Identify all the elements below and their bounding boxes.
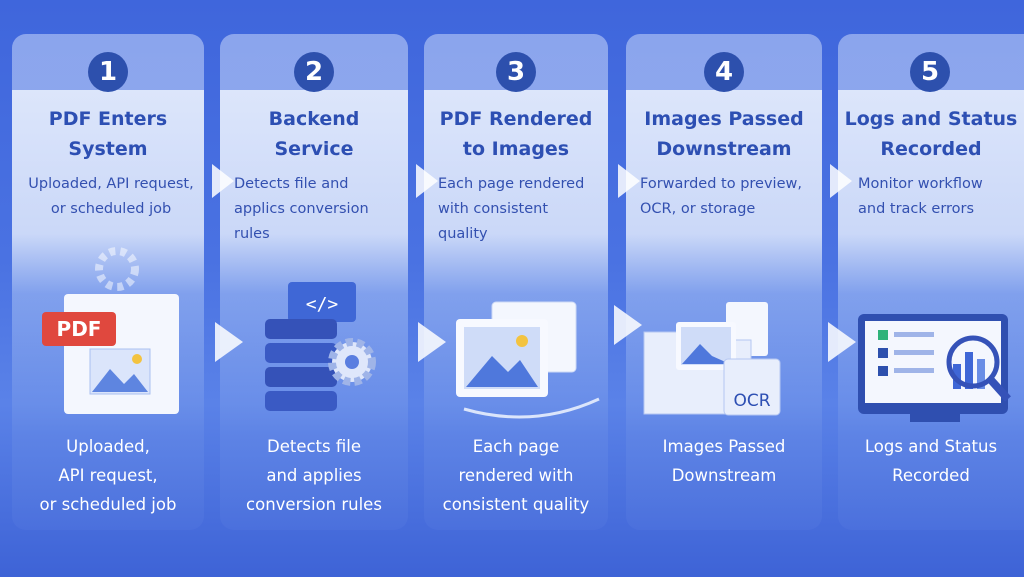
pdf-badge-label: PDF xyxy=(57,317,102,341)
step-number-badge: 5 xyxy=(910,52,950,92)
folder-ocr-icon: OCR xyxy=(626,244,822,424)
title-line: System xyxy=(68,138,148,160)
caption-line: Downstream xyxy=(671,466,777,485)
title-line: PDF Rendered xyxy=(439,108,593,130)
arrow-right-icon xyxy=(215,322,243,362)
title-line: Service xyxy=(274,138,354,160)
desc-line: OCR, or storage xyxy=(640,201,756,217)
title-line: Downstream xyxy=(656,138,792,160)
step-caption: Detects file and applies conversion rules xyxy=(220,432,408,519)
desc-line: quality xyxy=(438,226,488,242)
step-description: Forwarded to preview, OCR, or storage xyxy=(640,172,814,222)
arrow-right-icon xyxy=(618,164,640,198)
caption-line: consistent quality xyxy=(442,495,590,514)
step-description: Monitor workflow and track errors xyxy=(858,172,1024,222)
caption-line: Logs and Status xyxy=(864,437,998,456)
desc-line: Uploaded, API request, xyxy=(28,176,194,192)
step-number-badge: 1 xyxy=(88,52,128,92)
pdf-document-icon: PDF xyxy=(12,244,204,424)
caption-line: or scheduled job xyxy=(39,495,177,514)
desc-line: with consistent xyxy=(438,201,549,217)
desc-line: Monitor workflow xyxy=(858,176,983,192)
desc-line: applics conversion xyxy=(234,201,369,217)
desc-line: Forwarded to preview, xyxy=(640,176,802,192)
step-number-badge: 2 xyxy=(294,52,334,92)
title-line: Backend xyxy=(268,108,360,130)
caption-line: Detects file xyxy=(267,437,361,456)
desc-line: or scheduled job xyxy=(50,201,172,217)
caption-line: Recorded xyxy=(892,466,970,485)
caption-line: Each page xyxy=(472,437,560,456)
step-description: Detects file and applics conversion rules xyxy=(234,172,400,247)
step-caption: Uploaded, API request, or scheduled job xyxy=(12,432,204,519)
arrow-right-icon xyxy=(828,322,856,362)
title-line: Recorded xyxy=(880,138,982,160)
arrow-right-icon xyxy=(830,164,852,198)
desc-line: Detects file and xyxy=(234,176,349,192)
server-stack-icon: </> xyxy=(220,244,408,424)
title-line: PDF Enters xyxy=(48,108,168,130)
code-icon-label: </> xyxy=(306,294,339,315)
step-description: Each page rendered with consistent quality xyxy=(438,172,600,247)
desc-line: Each page rendered xyxy=(438,176,585,192)
step-number-badge: 4 xyxy=(704,52,744,92)
monitor-dashboard-icon xyxy=(838,244,1024,424)
desc-line: and track errors xyxy=(858,201,975,217)
caption-line: Uploaded, xyxy=(66,437,150,456)
caption-line: conversion rules xyxy=(246,495,382,514)
step-title: PDF Rendered to Images xyxy=(424,104,608,164)
arrow-right-icon xyxy=(614,305,642,345)
step-card-3: 3 PDF Rendered to Images Each page render… xyxy=(424,34,608,530)
caption-line: rendered with xyxy=(458,466,574,485)
caption-line: Images Passed xyxy=(662,437,786,456)
step-number-badge: 3 xyxy=(496,52,536,92)
arrow-right-icon xyxy=(212,164,234,198)
step-description: Uploaded, API request, or scheduled job xyxy=(26,172,196,222)
title-line: Images Passed xyxy=(644,108,804,130)
caption-line: API request, xyxy=(58,466,158,485)
caption-line: and applies xyxy=(266,466,362,485)
step-caption: Each page rendered with consistent quality xyxy=(424,432,608,519)
arrow-right-icon xyxy=(418,322,446,362)
rendered-images-icon xyxy=(424,244,608,424)
title-line: Logs and Status xyxy=(844,108,1018,130)
title-line: to Images xyxy=(462,138,570,160)
ocr-label: OCR xyxy=(733,391,770,411)
arrow-right-icon xyxy=(416,164,438,198)
desc-line: rules xyxy=(234,226,270,242)
